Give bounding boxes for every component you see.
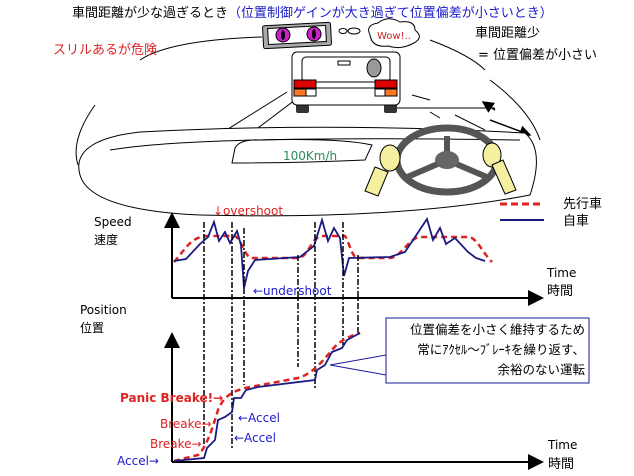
- position-ylabel-en: Position: [80, 303, 127, 317]
- speed-leader-line: [173, 234, 493, 263]
- speed-xlabel-en: Time: [546, 266, 576, 280]
- position-own-line: [173, 332, 361, 462]
- leading-car: [291, 51, 401, 113]
- title-sub: （位置制御ゲインが大き過ぎて位置偏差が小さいとき）: [228, 6, 553, 21]
- undershoot-label: ←undershoot: [253, 284, 332, 298]
- overshoot-label: ↓overshoot: [213, 204, 283, 218]
- callout-box: [385, 317, 590, 384]
- brake-label-2: Breake→: [150, 437, 202, 451]
- dashboard-top-line: [109, 138, 521, 151]
- callout-line-1: 位置偏差を小さく維持するため: [410, 322, 585, 337]
- panic-brake-label: Panic Breake!→: [120, 391, 223, 405]
- callout-line-2: 常にｱｸｾﾙ～ﾌﾞﾚｰｷを繰り返す、: [417, 342, 585, 357]
- callout-line-3: 余裕のない運転: [497, 362, 585, 377]
- road-marks: [411, 94, 486, 131]
- callout-pointer: [329, 354, 387, 376]
- position-chart: Position 位置 Time 時間 Panic Breake!→ Break…: [80, 303, 590, 472]
- legend: 先行車 自車: [500, 197, 602, 229]
- title-main: 車間距離が少な過ぎるとき: [72, 6, 228, 21]
- accel-label-0: Accel→: [117, 454, 159, 468]
- speed-ylabel-en: Speed: [94, 215, 132, 229]
- windshield-right-edge: [489, 79, 541, 141]
- hands: [364, 142, 517, 197]
- legend-leader-label: 先行車: [563, 197, 602, 212]
- speed-ylabel-ja: 速度: [94, 232, 118, 247]
- position-xlabel-en: Time: [547, 438, 577, 452]
- gap-label-1: 車間距離少: [475, 26, 540, 41]
- legend-own-label: 自車: [563, 214, 589, 229]
- speed-xlabel-ja: 時間: [547, 284, 573, 299]
- driving-scene: [75, 36, 541, 217]
- title: 車間距離が少な過ぎるとき（位置制御ゲインが大き過ぎて位置偏差が小さいとき）: [72, 6, 553, 21]
- position-xlabel-ja: 時間: [548, 457, 574, 472]
- windshield-left-edge: [75, 104, 96, 166]
- wow-text: Wow!..: [377, 31, 411, 42]
- speed-chart: Speed 速度 Time 時間 ↓overshoot ←undershoot: [94, 204, 576, 306]
- wow-leader-line: [429, 39, 486, 71]
- thrill-label: スリルあるが危険: [53, 43, 157, 58]
- speed-own-line: [173, 216, 486, 289]
- position-leader-line: [173, 331, 361, 463]
- accel-label-1: ←Accel: [238, 411, 280, 425]
- dashboard-outline: [78, 126, 537, 217]
- thrill-leader-line: [139, 36, 263, 61]
- event-guides: [203, 222, 359, 448]
- gap-label-2: = 位置偏差が小さい: [478, 48, 597, 63]
- speedometer-readout: 100Km/h: [283, 149, 337, 163]
- rear-view-mirror: [262, 21, 332, 50]
- accel-label-2: ←Accel: [234, 431, 276, 445]
- position-ylabel-ja: 位置: [80, 320, 104, 335]
- brake-label-1: Breake→: [160, 417, 212, 431]
- thought-cloud: Wow!..: [338, 18, 420, 49]
